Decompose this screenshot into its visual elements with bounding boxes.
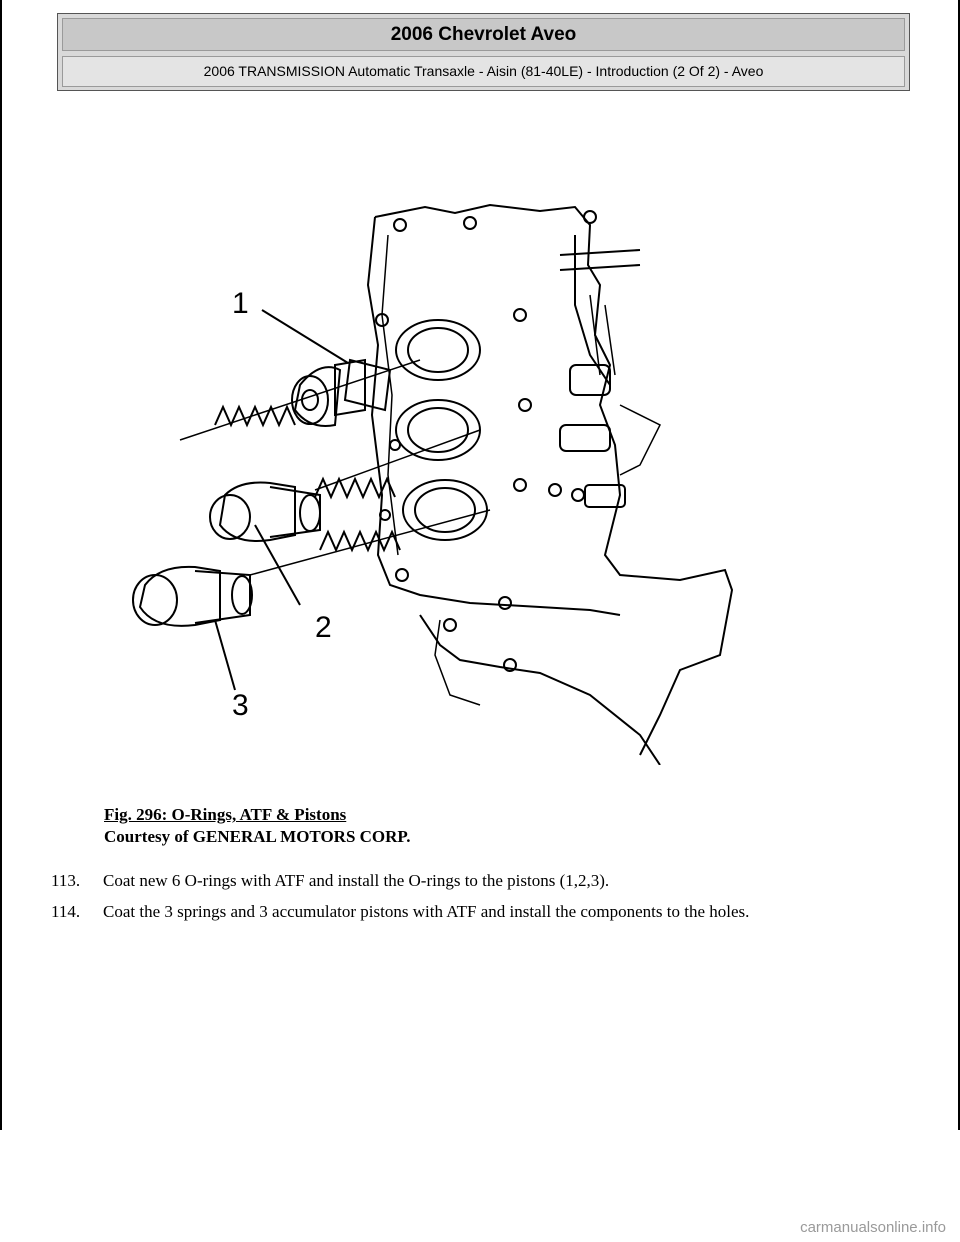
step-item: 114. Coat the 3 springs and 3 accumulator…: [51, 901, 749, 923]
step-item: 113. Coat new 6 O-rings with ATF and inst…: [51, 870, 609, 892]
page-border-left: [0, 0, 2, 1130]
transaxle-diagram: 1 2 3: [132, 203, 734, 765]
site-watermark: carmanualsonline.info: [800, 1219, 946, 1236]
figure-illustration: 1 2 3: [120, 195, 760, 765]
figure-title: Fig. 296: O-Rings, ATF & Pistons: [104, 805, 347, 824]
figure-caption: Fig. 296: O-Rings, ATF & Pistons Courtes…: [104, 804, 411, 848]
callout-2: 2: [315, 611, 332, 644]
vehicle-title: 2006 Chevrolet Aveo: [62, 18, 905, 51]
step-number: 113.: [51, 871, 81, 890]
callout-1: 1: [232, 287, 249, 320]
page-border-right: [958, 0, 960, 1130]
document-header: 2006 Chevrolet Aveo 2006 TRANSMISSION Au…: [57, 13, 910, 91]
section-title: 2006 TRANSMISSION Automatic Transaxle - …: [62, 56, 905, 87]
step-number: 114.: [51, 902, 81, 921]
step-text: Coat new 6 O-rings with ATF and install …: [103, 871, 610, 890]
figure-credit: Courtesy of GENERAL MOTORS CORP.: [104, 827, 411, 846]
callout-3: 3: [232, 689, 249, 722]
step-text: Coat the 3 springs and 3 accumulator pis…: [103, 902, 750, 921]
